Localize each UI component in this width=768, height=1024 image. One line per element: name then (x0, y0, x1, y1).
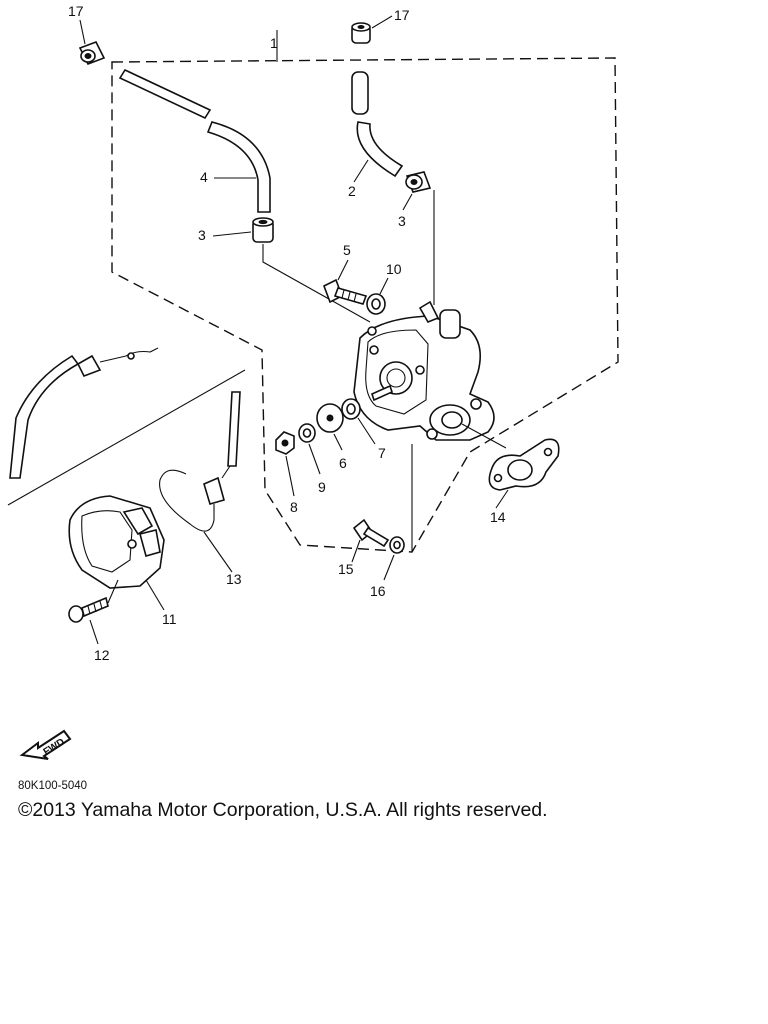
leader-5 (337, 259, 349, 281)
part-3-right-collar (405, 171, 432, 193)
leader-2 (353, 159, 369, 183)
label-9: 9 (318, 479, 326, 495)
label-6: 6 (339, 455, 347, 471)
oil-pump-body (353, 300, 495, 441)
leader-3-right (402, 193, 413, 211)
part-5-bolt (322, 278, 368, 305)
leader-11 (145, 579, 165, 611)
part-13-cable (159, 391, 241, 532)
label-4: 4 (200, 169, 208, 185)
part-4-hose (118, 68, 271, 213)
label-1: 1 (270, 35, 278, 51)
leader-13 (203, 531, 233, 573)
part-16-washer (389, 536, 405, 554)
label-3-left: 3 (198, 227, 206, 243)
part-10-washer (366, 293, 386, 315)
label-10: 10 (386, 261, 402, 277)
leader-8 (285, 455, 295, 497)
label-11: 11 (162, 611, 177, 627)
leader-9 (308, 443, 321, 475)
label-16: 16 (370, 583, 386, 599)
part-8-nut (275, 431, 295, 455)
label-3-right: 3 (398, 213, 406, 229)
assembly-boundary (111, 57, 619, 553)
leader-12 (89, 619, 99, 645)
part-3-left-collar (252, 217, 274, 243)
label-13: 13 (226, 571, 242, 587)
part-11-cover (68, 495, 165, 589)
leader-10 (379, 277, 389, 295)
part-14-gasket (488, 438, 560, 491)
label-5: 5 (343, 242, 351, 258)
connector-14 (461, 423, 507, 449)
part-17-right-collar (351, 22, 371, 44)
leader-14 (495, 489, 509, 509)
forward-arrow-icon: FWD (19, 729, 72, 760)
connector-12 (107, 579, 119, 604)
connector-3-left (262, 244, 371, 323)
leader-3-left (212, 231, 252, 237)
label-2: 2 (348, 183, 356, 199)
part-9-washer (298, 423, 316, 443)
label-12: 12 (94, 647, 110, 663)
part-6-disc (316, 403, 344, 433)
leader-15 (351, 539, 361, 563)
leader-7 (357, 417, 376, 445)
leader-6 (333, 433, 343, 451)
part-17-left-collar (78, 40, 106, 66)
part-12-screw (68, 596, 109, 623)
label-17-left: 17 (68, 3, 84, 19)
leader-17-right (371, 15, 393, 29)
part-7-washer (341, 398, 361, 420)
label-7: 7 (378, 445, 386, 461)
part-15-bolt (352, 518, 390, 548)
diagram-code: 80K100-5040 (18, 780, 88, 792)
label-15: 15 (338, 561, 354, 577)
leader-16 (383, 554, 395, 581)
label-14: 14 (490, 509, 506, 525)
label-17-right: 17 (394, 7, 410, 23)
copyright-notice: ©2013 Yamaha Motor Corporation, U.S.A. A… (18, 799, 548, 821)
leader-17-left (79, 19, 86, 45)
part-2-hose (351, 71, 404, 178)
parts-diagram: 1 2 3 3 4 5 6 7 8 9 10 11 12 13 14 15 16… (7, 3, 619, 663)
label-8: 8 (290, 499, 298, 515)
cable-assembly-left (7, 347, 246, 506)
